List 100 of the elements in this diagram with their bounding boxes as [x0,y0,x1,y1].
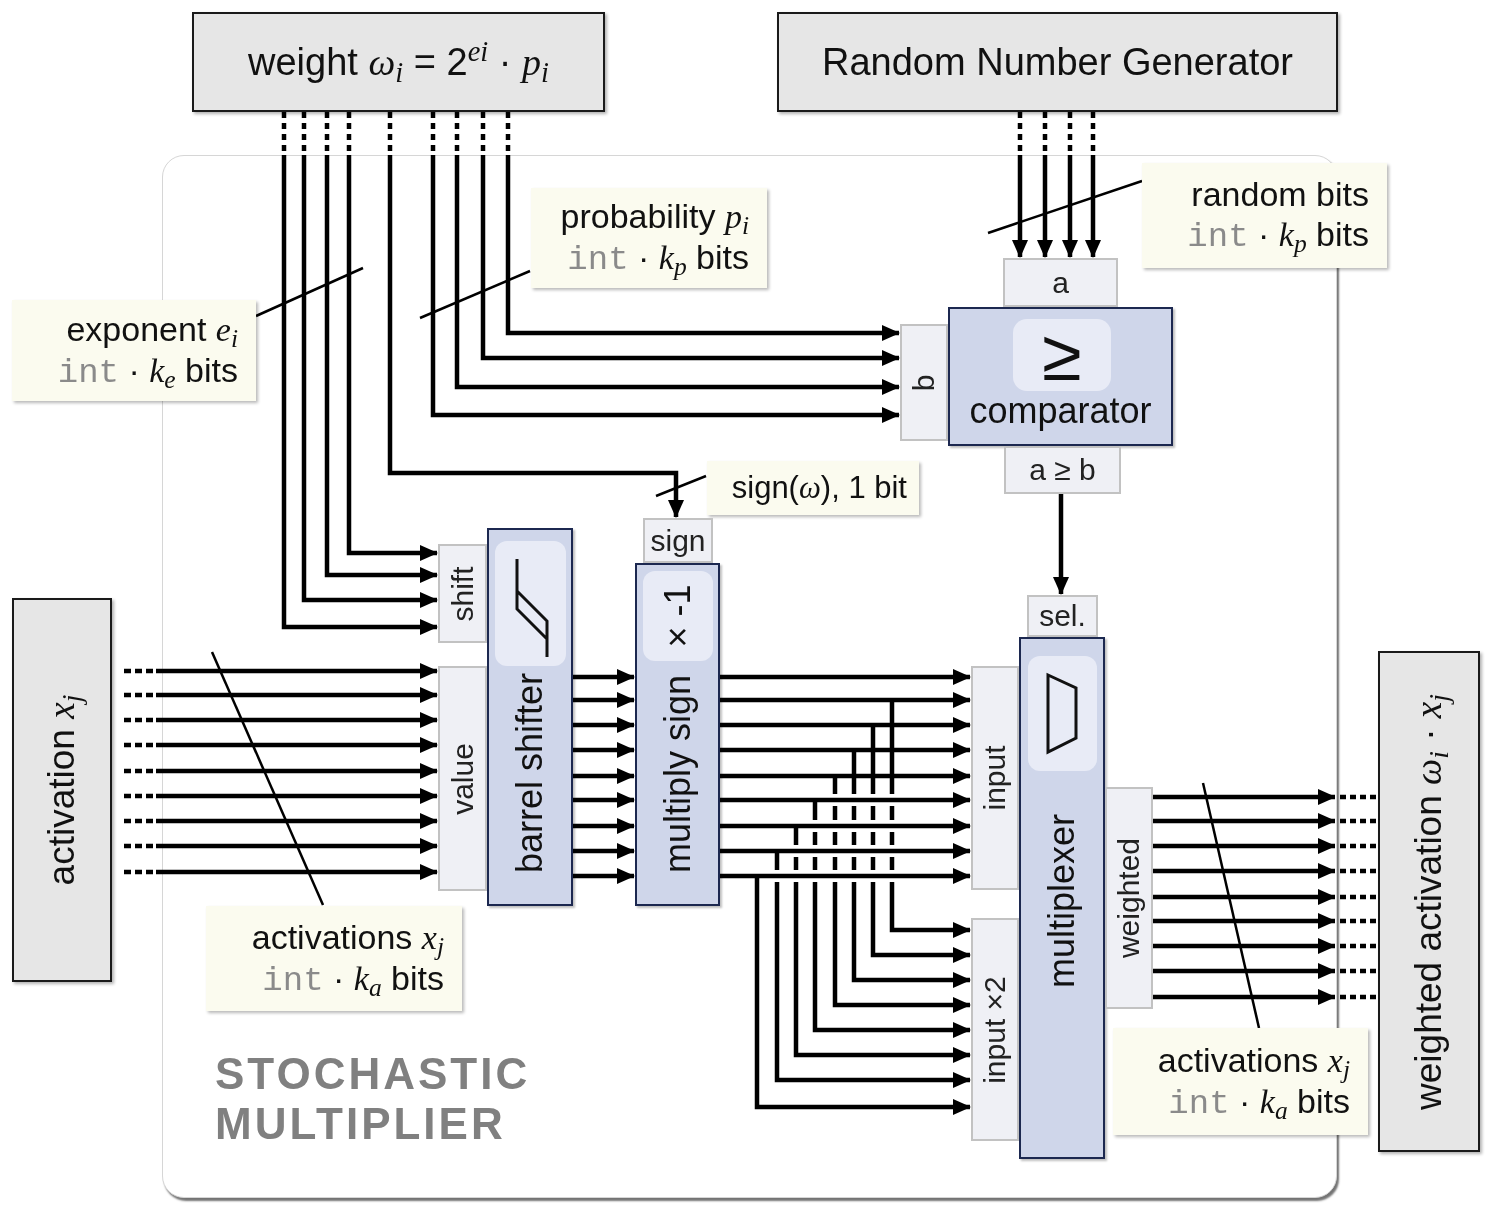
wire-arrow [1152,863,1378,879]
annotation-text: probability p$_{i}$ [560,196,749,237]
wire-arrow [1152,913,1378,929]
wire-arrow [1053,493,1069,595]
wire-arrow [572,843,635,859]
wire-line [719,773,835,779]
port-box [1003,258,1118,307]
block-label: comparator [969,389,1152,433]
leader-line [419,269,531,320]
wire-arrow [572,742,635,758]
wire-arrow [387,112,684,518]
module-title: STOCHASTIC MULTIPLIER [215,1049,532,1149]
leader-line [655,474,707,498]
leader-line [1201,782,1261,1029]
wire-arrow [346,112,438,561]
wire-arrow [774,851,971,1088]
function-block [1019,637,1105,1159]
leader-line [255,266,364,318]
annotation-text: int · k$_{p}$ bits [567,237,749,280]
block-label: weight ω$_{i}$ = 2$^{ei}$ · p$_{i}$ [248,39,549,85]
wire-arrow [835,768,971,784]
symbol-label: × -1 [656,584,699,648]
annotation-box [206,906,462,1011]
wire-line [719,747,854,753]
wire-arrow [572,868,635,884]
wire-arrow [572,792,635,808]
wire-arrow [1152,938,1378,954]
io-block [12,598,112,982]
port-label: a [1052,264,1069,301]
annotation-text: exponent e$_{i}$ [66,308,238,350]
wire-arrow [480,112,900,366]
wire-arrow [1012,112,1028,258]
port-label: value [444,742,480,815]
port-label: sel. [1039,598,1086,634]
wire-arrow [572,818,635,834]
io-block [777,12,1338,112]
port-label: sign [650,522,706,559]
wire-line [719,697,892,703]
port-box [1004,446,1121,494]
port-label: weighted [1111,837,1146,959]
block-label: multiply sign [655,674,699,874]
annotation-text: random bits [1191,174,1369,214]
annotation-text: int · k$_{p}$ bits [1187,214,1369,257]
wire-arrow [572,692,635,708]
wire-arrow [793,826,971,1063]
port-box [971,918,1019,1141]
annotation-text: activations x$_{j}$ [1157,1039,1350,1081]
wire-arrow [572,768,635,784]
port-box [1027,595,1098,637]
wire-arrow [851,750,971,988]
wire-arrow [796,818,971,834]
annotation-text: activations x$_{j}$ [251,916,444,958]
port-label: shift [444,566,480,621]
wire-arrow [892,692,971,708]
block-label: multiplexer [1040,813,1083,989]
wire-arrow [1152,813,1378,829]
wire-arrow [1152,789,1378,805]
port-box [971,666,1019,890]
wire-arrow [572,717,635,733]
leader-line [987,179,1143,235]
wire-arrow [870,725,971,963]
wire-arrow [832,776,971,1013]
wire-arrow [889,700,971,938]
function-block [948,307,1173,446]
wire-arrow [1152,838,1378,854]
block-label: barrel shifter [508,672,551,874]
wire-arrow [1085,112,1101,258]
io-block [1378,651,1480,1152]
wire-arrow [572,669,635,685]
port-box [438,544,487,643]
annotation-box [12,300,256,401]
wire-arrow [301,112,438,608]
wire-arrow [505,112,900,341]
wire-line [719,873,757,879]
annotation-box [531,188,767,288]
wire-line [719,848,777,854]
wire-arrow [873,717,971,733]
wire-arrow [1062,112,1078,258]
port-label: input [977,745,1012,811]
wire-arrow [324,112,438,583]
annotation-box [1142,163,1387,268]
annotation-text: sign(ω), 1 bit [731,469,907,507]
wire-arrow [1152,889,1378,905]
wire-arrow [812,800,971,1038]
symbol-label: ≥ [1042,319,1082,391]
function-block [487,528,573,906]
io-block [192,12,605,112]
port-box [438,666,487,891]
wire-line [719,797,815,803]
annotation-box [707,461,919,515]
port-label: input ×2 [977,975,1012,1084]
wire-arrow [719,669,971,685]
annotation-box [1113,1028,1368,1135]
wire-arrow [281,112,438,635]
wire-arrow [777,843,971,859]
port-label: b [906,374,941,391]
annotation-text: int · k$_{e}$ bits [57,349,238,393]
block-label: Random Number Generator [822,40,1293,85]
leader-line [210,651,325,906]
wire-arrow [815,792,971,808]
